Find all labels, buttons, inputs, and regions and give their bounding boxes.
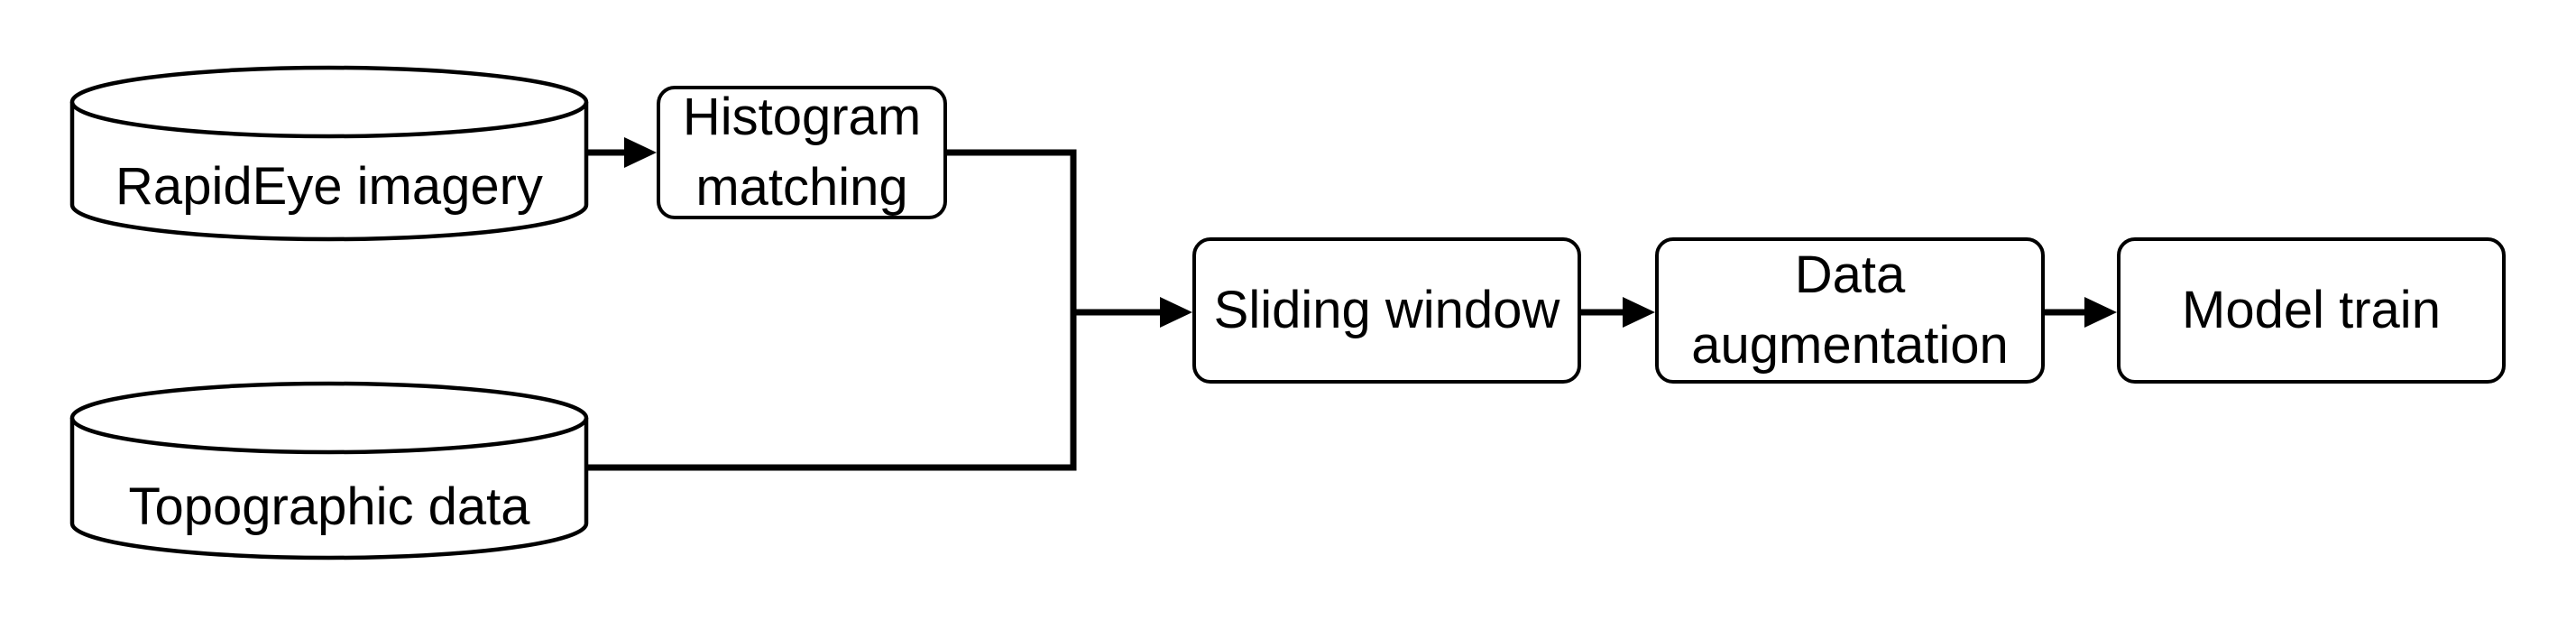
- arrowhead-into-histogram: [624, 137, 657, 168]
- node-model-train: Model train: [2117, 237, 2506, 384]
- arrowhead-into-sliding-window: [1160, 297, 1192, 328]
- node-label-histogram-matching: Histogram matching: [683, 82, 921, 223]
- rapideye-cylinder-top-ellipse: [69, 65, 589, 139]
- label-line-2: augmentation: [1691, 316, 2009, 375]
- node-label-topographic-data: Topographic data: [128, 477, 530, 536]
- label-line-1: Data: [1794, 245, 1906, 304]
- node-data-augmentation: Data augmentation: [1655, 237, 2045, 384]
- label-line-1: Histogram: [682, 88, 922, 146]
- arrowhead-into-augmentation: [1623, 297, 1655, 328]
- node-histogram-matching: Histogram matching: [657, 86, 947, 219]
- topographic-cylinder-top-ellipse: [69, 381, 589, 455]
- node-label-rapideye-imagery: RapidEye imagery: [115, 157, 543, 216]
- node-label-model-train: Model train: [2182, 281, 2441, 339]
- arrowhead-into-modeltrain: [2084, 297, 2117, 328]
- topographic-cylinder: [69, 381, 589, 560]
- node-label-sliding-window: Sliding window: [1213, 281, 1560, 339]
- node-label-data-augmentation: Data augmentation: [1691, 240, 2008, 381]
- rapideye-cylinder-body: [69, 102, 589, 242]
- label-line-2: matching: [695, 158, 908, 217]
- node-sliding-window: Sliding window: [1192, 237, 1581, 384]
- topographic-cylinder-body: [69, 418, 589, 560]
- rapideye-cylinder: [69, 65, 589, 242]
